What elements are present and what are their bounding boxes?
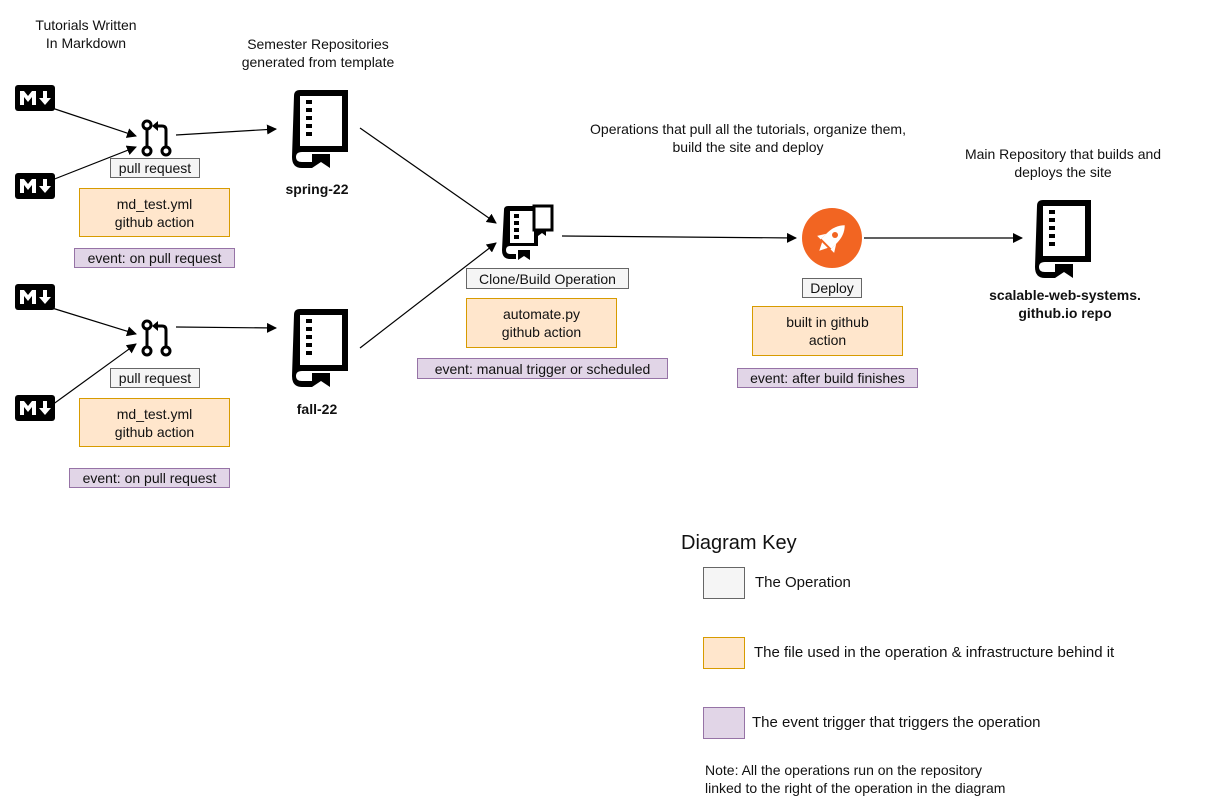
file-automate-py-line1: automate.py xyxy=(502,306,581,322)
repo-spring-22-label: spring-22 xyxy=(285,181,349,197)
file-md-test-top: md_test.yml github action xyxy=(79,188,230,237)
repo-book-icon xyxy=(1035,200,1091,278)
markdown-icon xyxy=(15,173,55,199)
edge-clone-deploy xyxy=(561,232,797,243)
key-swatch-event xyxy=(703,707,745,739)
markdown-icon xyxy=(15,85,55,111)
file-md-test-bottom-line1: md_test.yml xyxy=(116,405,193,422)
event-manual-trigger: event: manual trigger or scheduled xyxy=(417,358,668,379)
rocket-icon xyxy=(802,208,862,268)
event-pull-request-bottom-label: event: on pull request xyxy=(82,470,217,486)
heading-main-repo-line2: deploys the site xyxy=(1014,164,1112,180)
file-md-test-bottom: md_test.yml github action xyxy=(79,398,230,447)
event-pull-request-bottom: event: on pull request xyxy=(69,468,230,488)
operation-clone-build-label: Clone/Build Operation xyxy=(479,270,616,287)
operation-clone-build: Clone/Build Operation xyxy=(466,268,629,289)
edge-md1-pr-top xyxy=(51,107,137,138)
operation-deploy-label: Deploy xyxy=(810,280,854,296)
heading-operations-line2: build the site and deploy xyxy=(672,139,824,155)
event-pull-request-top: event: on pull request xyxy=(74,248,235,268)
file-built-in-action: built in github action xyxy=(752,306,903,356)
event-manual-trigger-label: event: manual trigger or scheduled xyxy=(434,360,651,377)
file-built-in-action-line2: action xyxy=(808,332,847,348)
heading-operations: Operations that pull all the tutorials, … xyxy=(550,120,946,156)
repo-book-icon xyxy=(292,90,348,168)
key-note-line2: linked to the right of the operation in … xyxy=(705,780,1006,796)
file-md-test-top-line2: github action xyxy=(114,213,195,230)
markdown-icon xyxy=(15,395,55,421)
key-swatch-file xyxy=(703,637,745,669)
event-pull-request-top-label: event: on pull request xyxy=(87,250,222,266)
edge-md4-pr-bottom xyxy=(51,343,137,406)
file-md-test-top-line1: md_test.yml xyxy=(116,195,193,212)
heading-main-repo: Main Repository that builds and deploys … xyxy=(944,145,1182,181)
operation-pull-request-bottom: pull request xyxy=(110,368,200,388)
operation-pull-request-top-label: pull request xyxy=(118,160,192,176)
repo-book-icon xyxy=(292,309,348,387)
key-label-operation: The Operation xyxy=(755,574,851,591)
key-note: Note: All the operations run on the repo… xyxy=(705,761,1005,797)
file-md-test-bottom-line2: github action xyxy=(114,423,195,440)
file-automate-py-line2: github action xyxy=(501,324,582,340)
event-after-build-label: event: after build finishes xyxy=(750,370,905,386)
edge-spring-clone xyxy=(359,127,497,224)
file-automate-py: automate.py github action xyxy=(466,298,617,348)
edge-md3-pr-bottom xyxy=(51,307,137,337)
key-label-file: The file used in the operation & infrast… xyxy=(754,644,1115,661)
key-label-event: The event trigger that triggers the oper… xyxy=(752,714,1041,731)
event-after-build: event: after build finishes xyxy=(737,368,918,388)
main-repo-label: scalable-web-systems. github.io repo xyxy=(960,286,1170,322)
heading-tutorials-line2: In Markdown xyxy=(45,35,127,51)
operation-pull-request-top: pull request xyxy=(110,158,200,178)
git-pull-request-icon xyxy=(141,119,172,157)
edge-pr-fall xyxy=(175,322,277,333)
key-note-line1: Note: All the operations run on the repo… xyxy=(705,762,983,778)
edge-md2-pr-top xyxy=(51,145,137,181)
markdown-icon xyxy=(15,284,55,310)
operation-pull-request-bottom-label: pull request xyxy=(118,370,192,386)
key-title: Diagram Key xyxy=(681,532,797,554)
repo-clone-icon xyxy=(502,204,554,260)
heading-semester-line2: generated from template xyxy=(241,54,395,70)
repo-fall-22-label: fall-22 xyxy=(296,401,338,417)
heading-semester-line1: Semester Repositories xyxy=(247,36,389,52)
edge-fall-clone xyxy=(359,242,497,349)
key-swatch-operation xyxy=(703,567,745,599)
operation-deploy: Deploy xyxy=(802,278,862,298)
heading-operations-line1: Operations that pull all the tutorials, … xyxy=(590,121,906,137)
heading-main-repo-line1: Main Repository that builds and xyxy=(964,146,1162,162)
heading-semester-repos: Semester Repositories generated from tem… xyxy=(212,35,424,71)
file-built-in-action-line1: built in github xyxy=(786,314,869,330)
main-repo-label-line2: github.io repo xyxy=(1018,305,1112,321)
edge-pr-spring xyxy=(175,124,277,136)
heading-tutorials-line1: Tutorials Written xyxy=(35,17,137,33)
heading-tutorials: Tutorials Written In Markdown xyxy=(10,16,162,52)
git-pull-request-icon xyxy=(141,319,172,357)
main-repo-label-line1: scalable-web-systems. xyxy=(989,287,1141,303)
